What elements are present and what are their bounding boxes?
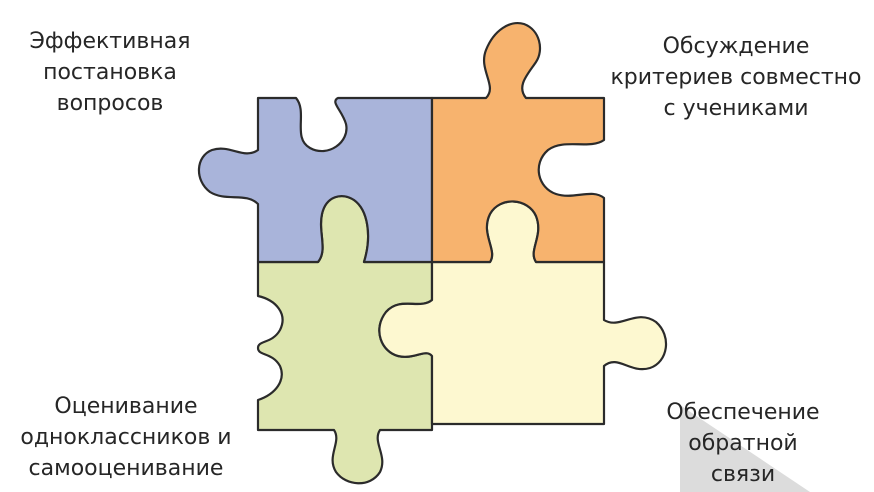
label-bottom-right-line-1: Обеспечение: [666, 400, 820, 425]
label-top-right-line-3: с учениками: [663, 96, 809, 121]
label-top-left: Эффективная постановка вопросов: [10, 26, 210, 119]
label-bottom-right-line-3: связи: [710, 462, 776, 487]
label-top-left-line-3: вопросов: [56, 91, 164, 116]
label-bottom-right: Обеспечение обратной связи: [648, 397, 838, 490]
puzzle-piece-top-right: [430, 22, 606, 264]
label-top-left-line-1: Эффективная: [29, 29, 191, 54]
grey-shadow-shape: [680, 405, 810, 492]
label-bottom-left-line-2: одноклассников и: [20, 425, 232, 450]
label-bottom-left-line-1: Оценивание: [54, 394, 198, 419]
label-top-right: Обсуждение критериев совместно с ученика…: [600, 31, 872, 124]
label-top-right-line-2: критериев совместно: [610, 65, 862, 90]
puzzle-piece-top-left: [197, 96, 434, 264]
puzzle-piece-top-right-shape: [430, 22, 606, 264]
puzzle-piece-top-left-shape: [197, 96, 434, 264]
label-bottom-left-line-3: самооценивание: [28, 456, 224, 481]
label-bottom-right-line-2: обратной: [688, 431, 798, 456]
label-bottom-left: Оценивание одноклассников и самооцениван…: [6, 391, 246, 484]
label-top-right-line-1: Обсуждение: [662, 34, 810, 59]
label-top-left-line-2: постановка: [43, 60, 177, 85]
